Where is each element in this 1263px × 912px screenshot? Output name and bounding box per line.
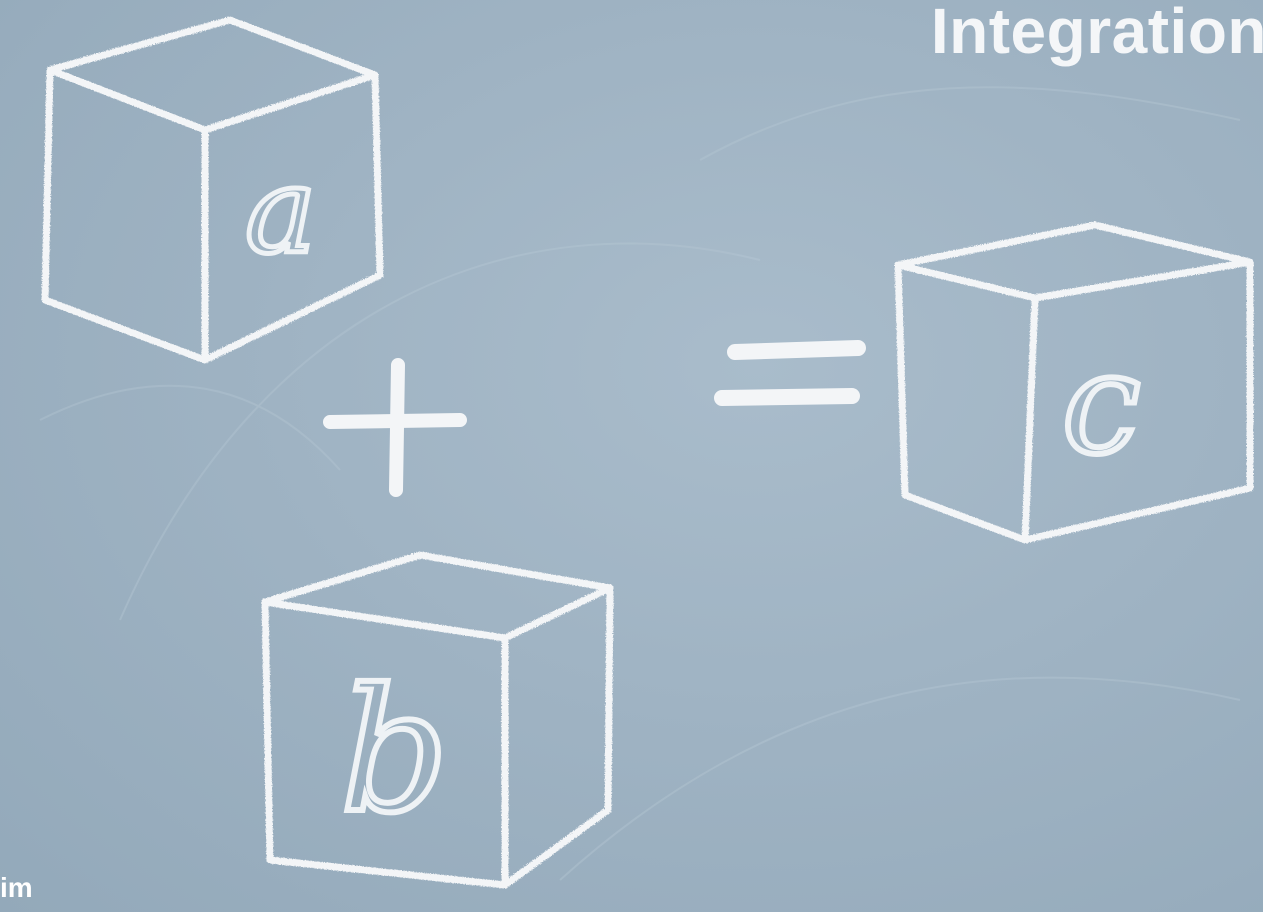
faint-chalk-smudges: [39, 86, 1241, 881]
equals-sign: [714, 340, 866, 406]
plus-sign: [323, 358, 467, 497]
cube-a-letter: a: [245, 142, 317, 281]
slide-title: Integration: [930, 0, 1263, 67]
cube-b-drawing: [261, 551, 614, 889]
cube-b-letter: b: [340, 653, 449, 851]
cube-c-letter: c: [1062, 323, 1140, 486]
cube-c-drawing: [894, 221, 1254, 544]
cube-a-drawing: [41, 16, 384, 364]
corner-text: im: [0, 872, 33, 903]
